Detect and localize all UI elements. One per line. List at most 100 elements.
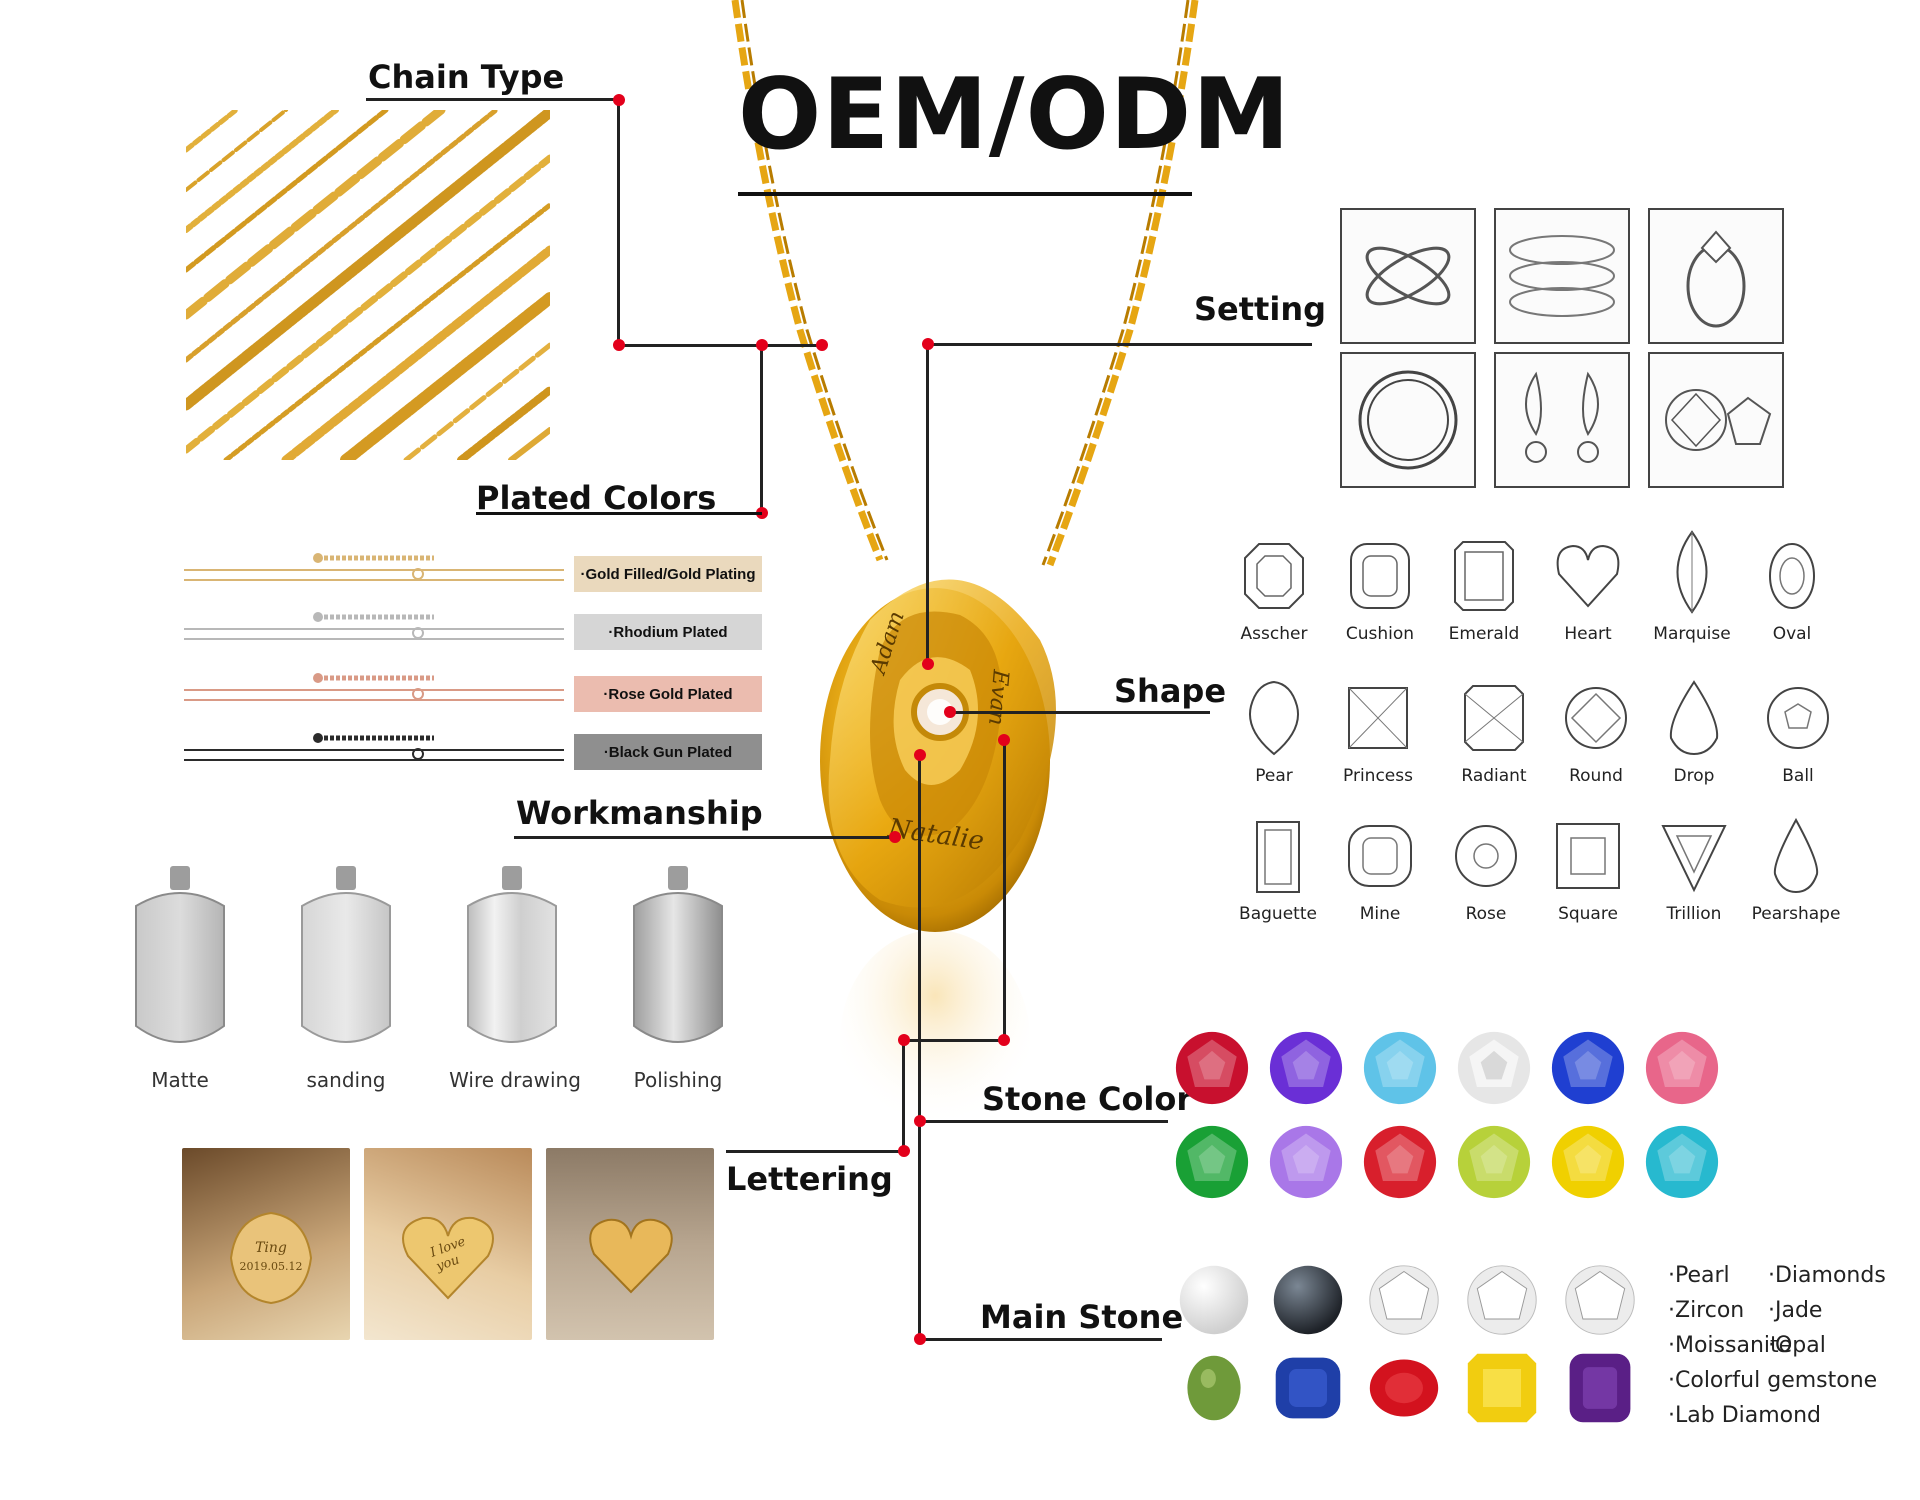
stone-color-9 xyxy=(1363,1125,1437,1199)
workmanship-caption-matte: Matte xyxy=(151,1068,209,1092)
plated-tag-rose-label: ·Rose Gold Plated xyxy=(603,685,733,703)
engraving-name-2: Evan xyxy=(983,668,1013,727)
shape-label-square: Square xyxy=(1558,904,1618,924)
plated-tag-rhodium-label: ·Rhodium Plated xyxy=(608,623,728,641)
shape-pear: Pear xyxy=(1224,680,1324,786)
shape-label-emerald: Emerald xyxy=(1448,624,1520,644)
stone-color-3 xyxy=(1363,1031,1437,1105)
main-stone-list-left: ·Pearl ·Zircon ·Moissanite ·Colorful gem… xyxy=(1668,1258,1877,1433)
shape-pearshape: Pearshape xyxy=(1746,818,1846,924)
shape-drop: Drop xyxy=(1644,680,1744,786)
shape-label-mine: Mine xyxy=(1359,904,1401,924)
lettering-photo-2: I love you xyxy=(364,1148,532,1340)
plated-tag-black-label: ·Black Gun Plated xyxy=(603,743,733,761)
shape-label-trillion: Trillion xyxy=(1666,904,1722,924)
shape-cushion: Cushion xyxy=(1330,538,1430,644)
plated-chain-gold xyxy=(184,553,564,581)
shape-label-ball: Ball xyxy=(1782,766,1814,786)
label-setting: Setting xyxy=(1194,290,1326,328)
shape-label-drop: Drop xyxy=(1673,766,1715,786)
workmanship-caption-polishing: Polishing xyxy=(633,1068,723,1092)
shape-label-oval: Oval xyxy=(1772,624,1812,644)
shape-label-baguette: Baguette xyxy=(1239,904,1317,924)
plated-tag-black: ·Black Gun Plated xyxy=(574,734,762,770)
stone-color-1 xyxy=(1175,1031,1249,1105)
shape-label-asscher: Asscher xyxy=(1240,624,1308,644)
page-title: OEM/ODM xyxy=(738,58,1291,172)
main-stone-pearl xyxy=(1179,1265,1249,1335)
label-chain-type: Chain Type xyxy=(368,58,565,96)
stone-color-11 xyxy=(1551,1125,1625,1199)
title-underline xyxy=(738,192,1192,196)
dog-tag-sanding xyxy=(301,866,391,1043)
setting-sketch-band xyxy=(1340,352,1476,488)
plated-colors-underline xyxy=(476,512,762,515)
main-stone-list-item: ·Colorful gemstone xyxy=(1668,1368,1878,1393)
main-stone-amethyst xyxy=(1569,1353,1631,1423)
shape-square: Square xyxy=(1538,818,1638,924)
main-stone-diamond-3 xyxy=(1565,1265,1635,1335)
stone-color-10 xyxy=(1457,1125,1531,1199)
dog-tag-polishing xyxy=(633,866,723,1043)
main-stone-list-item: ·Pearl xyxy=(1668,1263,1730,1288)
shape-label-marquise: Marquise xyxy=(1653,624,1731,644)
dog-tag-wire-drawing xyxy=(467,866,557,1043)
shape-oval: Oval xyxy=(1742,538,1842,644)
plated-tag-black-bg xyxy=(574,734,762,770)
lettering-photo-3 xyxy=(546,1148,714,1340)
setting-sketch-crossover-ring xyxy=(1340,208,1476,344)
main-stone-citrine xyxy=(1467,1353,1537,1423)
shape-rose: Rose xyxy=(1436,818,1536,924)
main-stone-list-item: ·Diamonds xyxy=(1768,1263,1886,1288)
plated-tag-rhodium: ·Rhodium Plated xyxy=(574,614,762,650)
lettering-photo-1-text-2: 2019.05.12 xyxy=(239,1260,303,1273)
workmanship-caption-wire-drawing: Wire drawing xyxy=(449,1068,581,1092)
main-stone-jade xyxy=(1187,1355,1241,1421)
shape-label-heart: Heart xyxy=(1564,624,1612,644)
shape-mine: Mine xyxy=(1330,818,1430,924)
shape-label-rose: Rose xyxy=(1465,904,1507,924)
chain-type-samples xyxy=(186,110,550,460)
shape-ball: Ball xyxy=(1748,680,1848,786)
shape-baguette: Baguette xyxy=(1228,818,1328,924)
stone-color-7 xyxy=(1175,1125,1249,1199)
label-plated-colors: Plated Colors xyxy=(476,479,717,517)
main-stone-list-item: ·Zircon xyxy=(1668,1298,1745,1323)
setting-sketch-earrings xyxy=(1494,352,1630,488)
label-main-stone: Main Stone xyxy=(980,1298,1184,1336)
main-stone-sapphire xyxy=(1275,1357,1341,1419)
main-stone-list-item: ·Lab Diamond xyxy=(1668,1403,1822,1428)
shape-round: Round xyxy=(1546,680,1646,786)
shape-label-princess: Princess xyxy=(1343,766,1413,786)
stone-color-6 xyxy=(1645,1031,1719,1105)
lettering-photo-3-heart-tag xyxy=(589,1218,673,1294)
main-stone-diamond-2 xyxy=(1467,1265,1537,1335)
main-stone-list-item: ·Opal xyxy=(1768,1333,1826,1358)
setting-sketch-solitaire-ring xyxy=(1648,208,1784,344)
stone-color-5 xyxy=(1551,1031,1625,1105)
plated-chain-black xyxy=(184,733,564,761)
main-stone-list-item: ·Jade xyxy=(1768,1298,1823,1323)
stone-color-12 xyxy=(1645,1125,1719,1199)
plated-tag-rose-bg xyxy=(574,676,762,712)
stone-color-8 xyxy=(1269,1125,1343,1199)
shape-asscher: Asscher xyxy=(1224,538,1324,644)
shape-label-radiant: Radiant xyxy=(1461,766,1527,786)
label-lettering: Lettering xyxy=(726,1160,893,1198)
shape-label-pear: Pear xyxy=(1255,766,1293,786)
plated-chain-rose xyxy=(184,673,564,701)
stone-color-4 xyxy=(1457,1031,1531,1105)
main-stone-diamond-1 xyxy=(1369,1265,1439,1335)
shape-princess: Princess xyxy=(1328,680,1428,786)
shape-label-cushion: Cushion xyxy=(1345,624,1415,644)
lettering-photo-2-heart-locket xyxy=(402,1216,494,1300)
shape-trillion: Trillion xyxy=(1644,818,1744,924)
shape-radiant: Radiant xyxy=(1444,680,1544,786)
main-stone-list-right: ·Diamonds ·Jade ·Opal xyxy=(1768,1258,1908,1363)
main-stone-black-pearl xyxy=(1273,1265,1343,1335)
workmanship-caption-sanding: sanding xyxy=(306,1068,386,1092)
lettering-photo-1-pendant xyxy=(229,1211,313,1305)
plated-tag-rose: ·Rose Gold Plated xyxy=(574,676,762,712)
shape-heart: Heart xyxy=(1538,538,1638,644)
label-stone-color: Stone Color xyxy=(982,1080,1193,1118)
